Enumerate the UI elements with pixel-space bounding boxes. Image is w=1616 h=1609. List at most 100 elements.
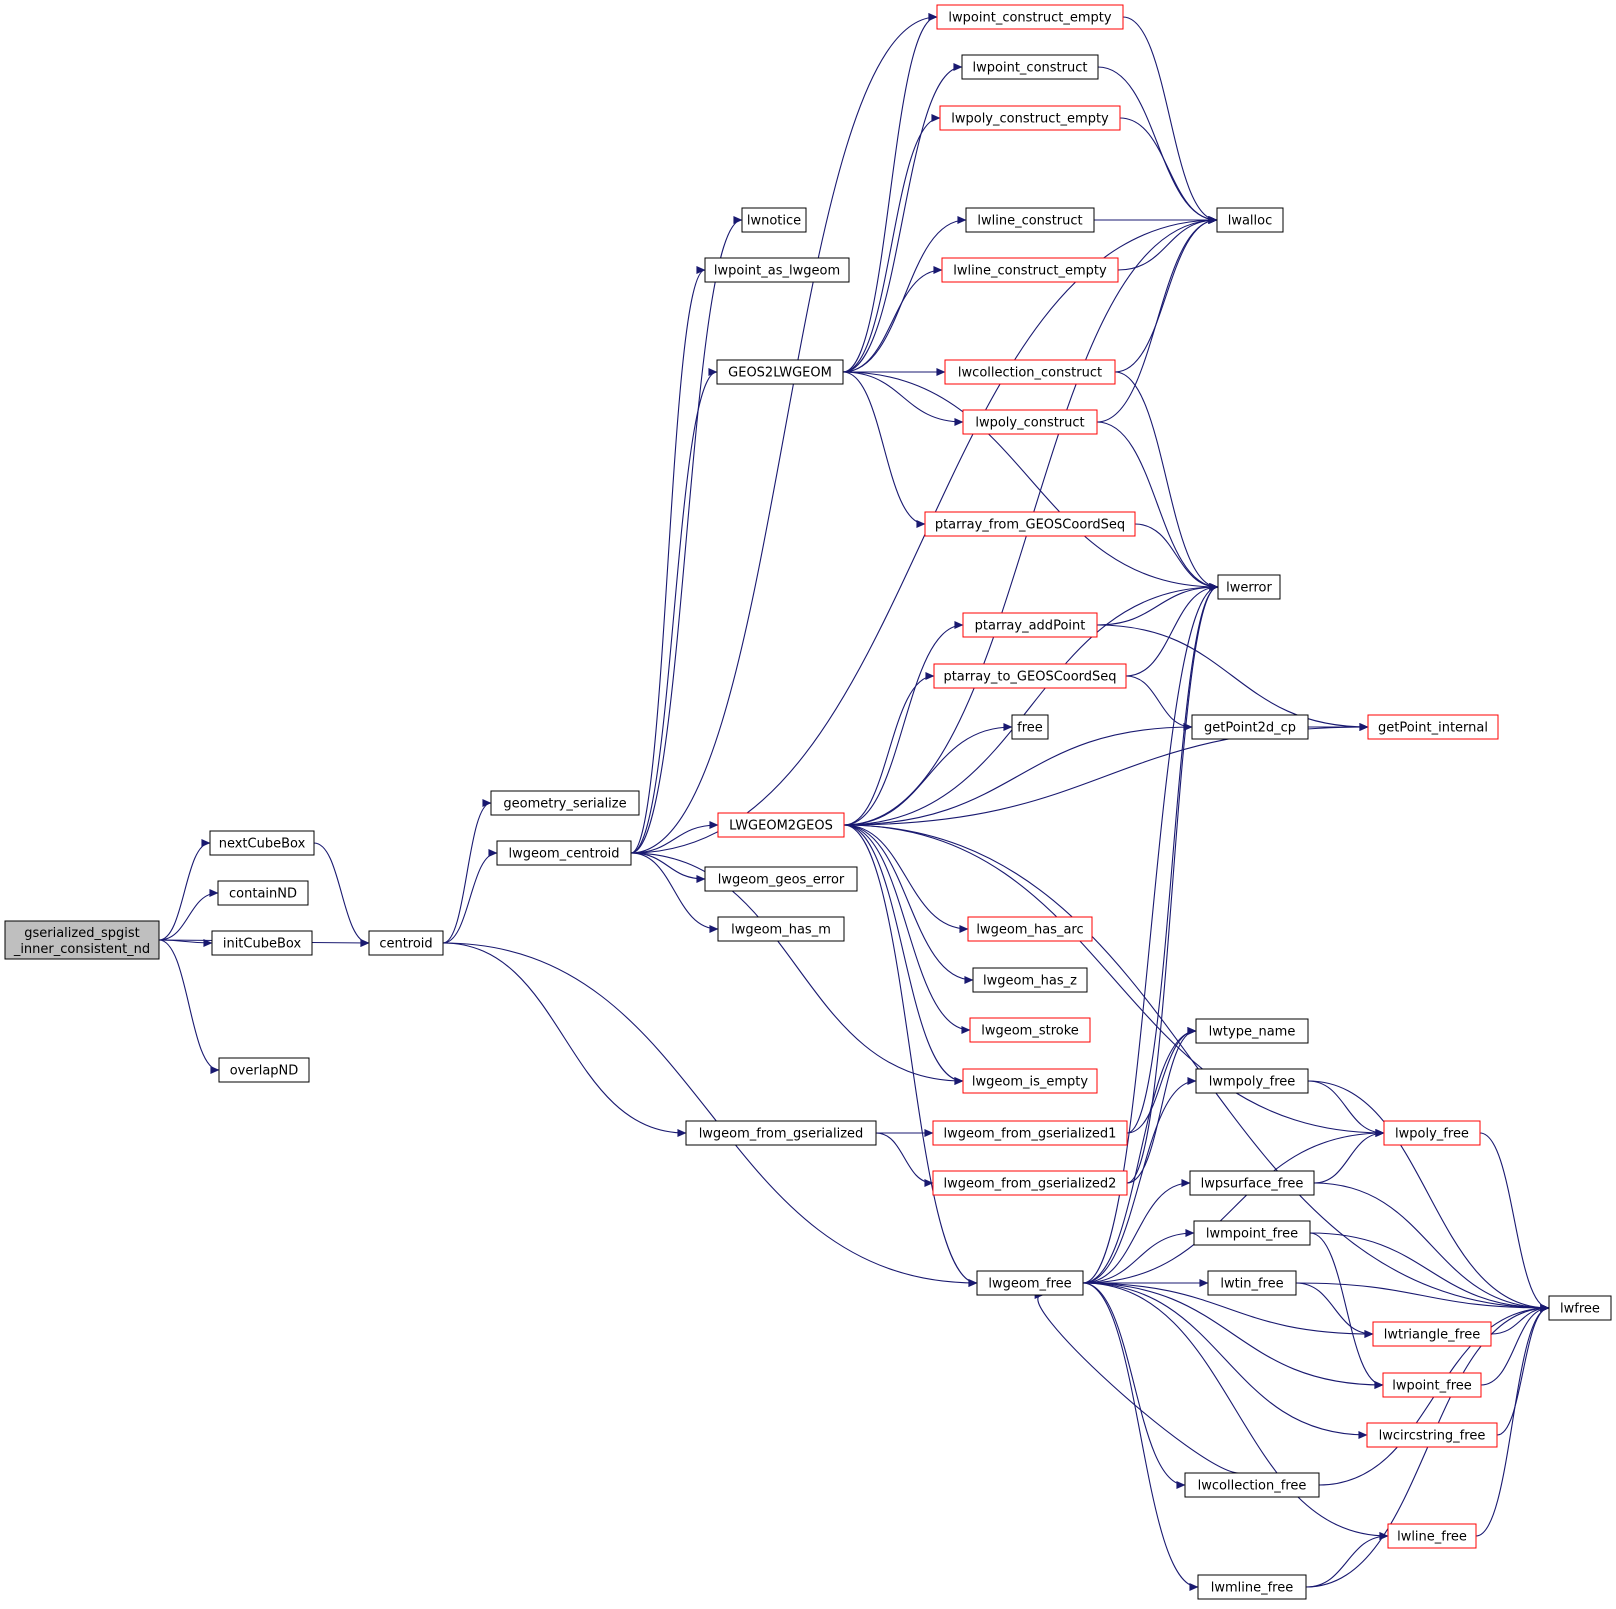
node-nextCubeBox[interactable]: nextCubeBox	[209, 830, 315, 856]
node-lwgeom_is_empty[interactable]: lwgeom_is_empty	[962, 1068, 1098, 1094]
node-box	[944, 359, 1116, 385]
node-lwmpoly_free[interactable]: lwmpoly_free	[1195, 1068, 1309, 1094]
edge-centroid-to-geometry_serialize	[442, 798, 492, 944]
node-label: lwpsurface_free	[1201, 1177, 1304, 1192]
node-lwpoly_construct_empty[interactable]: lwpoly_construct_empty	[939, 105, 1121, 131]
node-lwcollection_free[interactable]: lwcollection_free	[1184, 1472, 1320, 1498]
node-geometry_serialize[interactable]: geometry_serialize	[490, 790, 640, 816]
node-ptarray_addPoint[interactable]: ptarray_addPoint	[962, 612, 1098, 638]
node-getPoint2d_cp[interactable]: getPoint2d_cp	[1191, 714, 1309, 740]
node-lwpoly_construct[interactable]: lwpoly_construct	[962, 409, 1098, 435]
node-lwcircstring_free[interactable]: lwcircstring_free	[1366, 1422, 1498, 1448]
edge-lwgeom_free-to-lwpoint_free	[1082, 1282, 1384, 1390]
node-LWGEOM2GEOS[interactable]: LWGEOM2GEOS	[717, 812, 845, 838]
node-getPoint_internal[interactable]: getPoint_internal	[1367, 714, 1499, 740]
node-free[interactable]: free	[1011, 714, 1049, 740]
node-lwalloc[interactable]: lwalloc	[1216, 207, 1284, 233]
edge-lwmpoint_free-to-lwpoint_free	[1309, 1232, 1384, 1390]
node-label: lwtin_free	[1220, 1277, 1283, 1292]
node-lwnotice[interactable]: lwnotice	[741, 207, 807, 233]
node-box	[218, 1057, 310, 1083]
node-box	[368, 930, 444, 956]
node-GEOS2LWGEOM[interactable]: GEOS2LWGEOM	[716, 359, 844, 385]
edge-lwtin_free-to-lwfree	[1295, 1282, 1550, 1313]
node-lwpoint_as_lwgeom[interactable]: lwpoint_as_lwgeom	[704, 257, 850, 283]
node-box	[962, 612, 1098, 638]
node-lwgeom_from_gserialized1[interactable]: lwgeom_from_gserialized1	[932, 1120, 1128, 1146]
node-label: lwpoly_construct_empty	[951, 112, 1109, 127]
node-label: lwgeom_from_gserialized2	[944, 1177, 1117, 1192]
node-label: ptarray_to_GEOSCoordSeq	[943, 670, 1116, 685]
node-label: lwtype_name	[1209, 1025, 1296, 1040]
edge-GEOS2LWGEOM-to-lwerror	[842, 371, 1219, 592]
node-lwgeom_has_z[interactable]: lwgeom_has_z	[972, 967, 1088, 993]
edge-GEOS2LWGEOM-to-lwline_construct_empty	[842, 265, 943, 373]
edge-lwgeom_from_gserialized1-to-lwtype_name	[1126, 1026, 1197, 1134]
node-overlapND[interactable]: overlapND	[218, 1057, 310, 1083]
edge-lwgeom_free-to-lwpsurface_free	[1082, 1178, 1191, 1284]
edge-lwgeom_from_gserialized2-to-lwerror	[1126, 583, 1219, 1184]
node-ptarray_from_GEOSCoordSeq[interactable]: ptarray_from_GEOSCoordSeq	[924, 511, 1136, 537]
node-containND[interactable]: containND	[217, 880, 309, 906]
node-lwerror[interactable]: lwerror	[1217, 574, 1281, 600]
node-label: centroid	[379, 937, 432, 952]
edge-ptarray_to_GEOSCoordSeq-to-lwerror	[1125, 582, 1219, 677]
node-lwtin_free[interactable]: lwtin_free	[1207, 1270, 1297, 1296]
node-ptarray_to_GEOSCoordSeq[interactable]: ptarray_to_GEOSCoordSeq	[933, 663, 1127, 689]
edge-root-to-containND	[158, 888, 219, 941]
node-lwmline_free[interactable]: lwmline_free	[1197, 1574, 1307, 1600]
node-label: lwpoly_free	[1395, 1127, 1469, 1142]
node-label: ptarray_addPoint	[975, 619, 1086, 634]
edge-layer	[158, 12, 1550, 1592]
node-box	[1195, 1068, 1309, 1094]
node-box	[1197, 1574, 1307, 1600]
node-initCubeBox[interactable]: initCubeBox	[211, 930, 313, 956]
node-lwmpoint_free[interactable]: lwmpoint_free	[1193, 1220, 1311, 1246]
edge-centroid-to-lwgeom_free	[442, 942, 978, 1288]
node-lwgeom_from_gserialized2[interactable]: lwgeom_from_gserialized2	[932, 1170, 1128, 1196]
edge-ptarray_addPoint-to-lwerror	[1096, 582, 1219, 626]
node-box	[704, 866, 858, 892]
node-lwline_construct[interactable]: lwline_construct	[965, 207, 1095, 233]
node-lwpoint_construct[interactable]: lwpoint_construct	[961, 54, 1099, 80]
node-label: lwgeom_stroke	[981, 1024, 1079, 1039]
node-lwline_construct_empty[interactable]: lwline_construct_empty	[941, 257, 1119, 283]
node-label: LWGEOM2GEOS	[729, 819, 833, 834]
node-box	[211, 930, 313, 956]
node-lwtype_name[interactable]: lwtype_name	[1195, 1018, 1309, 1044]
node-lwcollection_construct[interactable]: lwcollection_construct	[944, 359, 1116, 385]
edge-LWGEOM2GEOS-to-getPoint_internal	[843, 722, 1369, 826]
edge-lwgeom_free-to-lwpoly_free	[1082, 1128, 1385, 1284]
node-lwgeom_centroid[interactable]: lwgeom_centroid	[496, 840, 632, 866]
node-lwgeom_free[interactable]: lwgeom_free	[976, 1270, 1084, 1296]
node-label: nextCubeBox	[219, 837, 306, 852]
node-lwgeom_from_gserialized[interactable]: lwgeom_from_gserialized	[685, 1120, 877, 1146]
node-lwtriangle_free[interactable]: lwtriangle_free	[1372, 1321, 1492, 1347]
node-label: lwmline_free	[1211, 1581, 1294, 1596]
node-lwpsurface_free[interactable]: lwpsurface_free	[1189, 1170, 1315, 1196]
node-lwpoint_free[interactable]: lwpoint_free	[1382, 1372, 1482, 1398]
edge-lwgeom_centroid-to-LWGEOM2GEOS	[630, 820, 719, 854]
edge-lwpsurface_free-to-lwfree	[1313, 1182, 1550, 1313]
edge-LWGEOM2GEOS-to-lwgeom_free	[843, 824, 978, 1287]
edge-lwgeom_from_gserialized-to-lwgeom_from_gserialized2	[875, 1132, 934, 1188]
node-box	[1216, 207, 1284, 233]
node-box	[1217, 574, 1281, 600]
node-label: lwpoint_construct	[973, 61, 1088, 76]
node-centroid[interactable]: centroid	[368, 930, 444, 956]
node-lwline_free[interactable]: lwline_free	[1387, 1523, 1477, 1549]
edge-lwcollection_construct-to-lwalloc	[1114, 215, 1218, 373]
node-lwgeom_geos_error[interactable]: lwgeom_geos_error	[704, 866, 858, 892]
node-box	[1383, 1120, 1481, 1146]
node-lwgeom_has_arc[interactable]: lwgeom_has_arc	[967, 916, 1093, 942]
node-root[interactable]: gserialized_spgist_inner_consistent_nd	[4, 920, 160, 960]
node-lwpoint_construct_empty[interactable]: lwpoint_construct_empty	[936, 4, 1124, 30]
node-lwgeom_has_m[interactable]: lwgeom_has_m	[717, 916, 845, 942]
edge-lwcollection_free-to-lwgeom_free	[1034, 1290, 1239, 1474]
edge-ptarray_to_GEOSCoordSeq-to-getPoint2d_cp	[1125, 675, 1193, 732]
node-lwpoly_free[interactable]: lwpoly_free	[1383, 1120, 1481, 1146]
node-label: ptarray_from_GEOSCoordSeq	[935, 518, 1125, 533]
node-lwfree[interactable]: lwfree	[1548, 1295, 1612, 1321]
node-box	[1191, 714, 1309, 740]
node-lwgeom_stroke[interactable]: lwgeom_stroke	[969, 1017, 1091, 1043]
